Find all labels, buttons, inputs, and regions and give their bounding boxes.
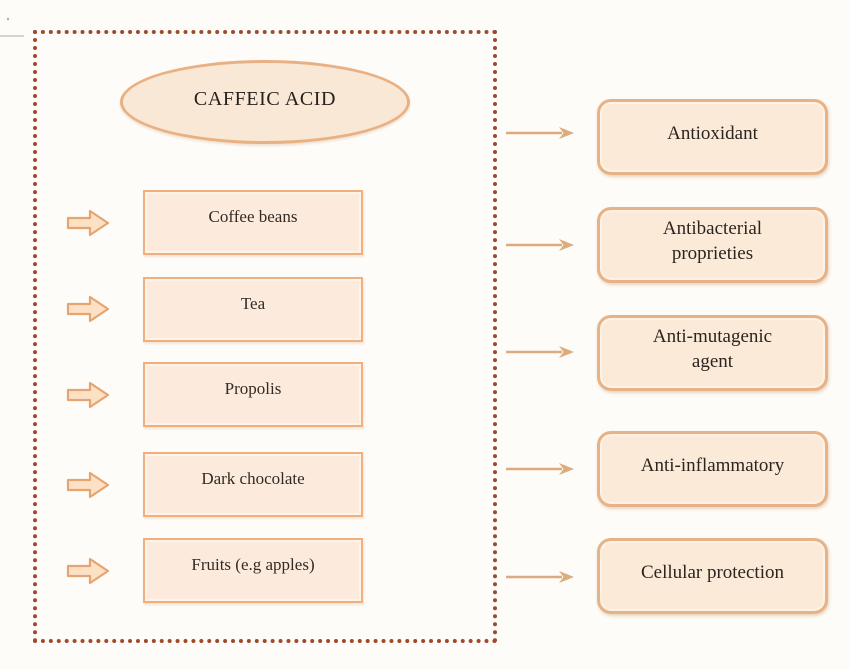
block-right-arrow-icon [66, 556, 110, 586]
property-box: Anti-inflammatory [597, 431, 828, 507]
thin-right-arrow-icon [505, 345, 575, 359]
source-box: Fruits (e.g apples) [143, 538, 363, 603]
stray-mark: ' [7, 16, 9, 28]
source-box: Propolis [143, 362, 363, 427]
property-label-line2: agent [691, 351, 734, 372]
property-label: Cellular protection [641, 561, 784, 583]
compound-ellipse: CAFFEIC ACID [120, 60, 410, 144]
sources-dotted-frame [33, 30, 497, 643]
source-box: Coffee beans [143, 190, 363, 255]
property-label-line2: proprieties [671, 243, 754, 264]
source-label: Propolis [224, 378, 282, 398]
property-label: Anti-inflammatory [640, 454, 785, 476]
block-right-arrow-icon [66, 208, 110, 238]
source-label: Coffee beans [208, 206, 298, 226]
thin-right-arrow-icon [505, 462, 575, 476]
property-box: Anti-mutagenic agent [597, 315, 828, 391]
block-right-arrow-icon [66, 380, 110, 410]
source-label: Fruits (e.g apples) [191, 554, 315, 574]
source-box: Dark chocolate [143, 452, 363, 517]
source-label: Dark chocolate [201, 468, 305, 488]
compound-name: CAFFEIC ACID [193, 87, 337, 110]
thin-right-arrow-icon [505, 238, 575, 252]
block-right-arrow-icon [66, 294, 110, 324]
thin-right-arrow-icon [505, 126, 575, 140]
property-label: Anti-mutagenic [652, 326, 773, 347]
property-box: Antioxidant [597, 99, 828, 175]
property-box: Cellular protection [597, 538, 828, 614]
property-box: Antibacterial proprieties [597, 207, 828, 283]
block-right-arrow-icon [66, 470, 110, 500]
property-label: Antibacterial [662, 218, 763, 239]
property-label: Antioxidant [667, 122, 758, 144]
source-label: Tea [240, 293, 266, 313]
thin-right-arrow-icon [505, 570, 575, 584]
source-box: Tea [143, 277, 363, 342]
stray-dash [0, 35, 24, 37]
